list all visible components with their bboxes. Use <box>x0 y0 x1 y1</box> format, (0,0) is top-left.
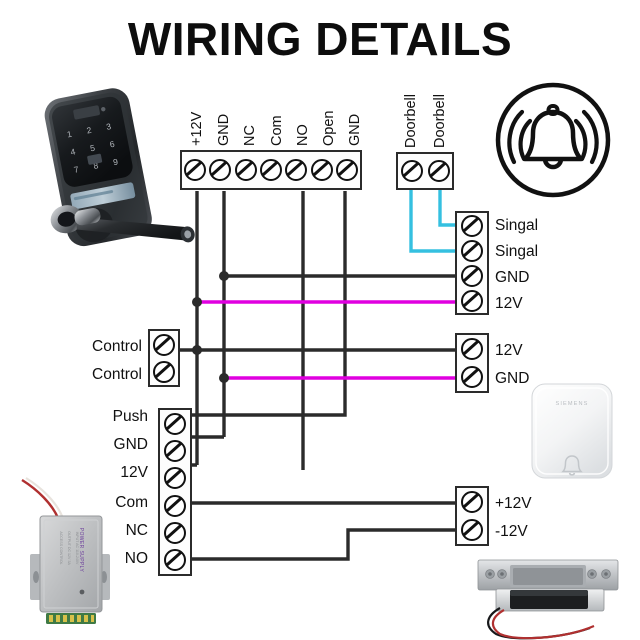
terminal-screw[interactable] <box>457 263 487 288</box>
label-strike-1: +12V <box>495 495 532 512</box>
label-psu-2: GND <box>113 436 148 453</box>
svg-text:3: 3 <box>105 121 112 132</box>
label-signal-4: 12V <box>495 295 523 312</box>
chime-power-terminal-block[interactable] <box>455 333 489 393</box>
terminal-screw[interactable] <box>182 152 207 188</box>
ringing-bell-icon <box>495 82 611 198</box>
label-main-3: NC <box>242 125 258 146</box>
terminal-screw[interactable] <box>457 516 487 544</box>
doorbell-terminal-block[interactable] <box>396 152 454 190</box>
smart-lock-image: 1 2 3 4 5 6 7 8 9 <box>44 88 195 247</box>
terminal-screw[interactable] <box>160 437 190 464</box>
terminal-screw[interactable] <box>258 152 283 188</box>
terminal-screw[interactable] <box>457 335 487 363</box>
label-main-5: NO <box>295 124 311 146</box>
svg-text:1: 1 <box>66 129 73 140</box>
svg-text:INPUT AC 110-240V: INPUT AC 110-240V <box>75 532 79 565</box>
terminal-screw[interactable] <box>233 152 258 188</box>
terminal-screw[interactable] <box>457 238 487 263</box>
terminal-screw[interactable] <box>150 331 178 358</box>
svg-text:ACCESS CONTROL: ACCESS CONTROL <box>59 531 63 564</box>
label-signal-1: Singal <box>495 217 539 234</box>
terminal-screw[interactable] <box>309 152 334 188</box>
terminal-screw[interactable] <box>160 519 190 546</box>
label-main-1: +12V <box>189 111 205 146</box>
terminal-screw[interactable] <box>457 213 487 238</box>
label-strike-2: -12V <box>495 523 528 540</box>
label-main-6: Open <box>321 110 337 146</box>
label-control-2: Control <box>92 366 142 383</box>
control-terminal-block[interactable] <box>148 329 180 387</box>
label-main-2: GND <box>216 113 232 146</box>
terminal-screw[interactable] <box>425 154 452 188</box>
terminal-screw[interactable] <box>150 358 178 385</box>
terminal-screw[interactable] <box>160 410 190 437</box>
power-supply-terminal-block[interactable] <box>158 408 192 576</box>
svg-text:OUTPUT DC 12V 3A: OUTPUT DC 12V 3A <box>67 531 71 565</box>
terminal-screw[interactable] <box>335 152 360 188</box>
terminal-screw[interactable] <box>160 547 190 574</box>
label-psu-4: Com <box>115 494 148 511</box>
svg-text:6: 6 <box>109 139 116 150</box>
svg-text:4: 4 <box>70 146 77 157</box>
chime-signal-terminal-block[interactable] <box>455 211 489 315</box>
label-main-7: GND <box>347 113 363 146</box>
svg-text:7: 7 <box>73 164 80 175</box>
page-title: WIRING DETAILS <box>127 13 513 65</box>
svg-text:POWER SUPPLY: POWER SUPPLY <box>78 528 84 573</box>
label-main-4: Com <box>269 115 285 146</box>
door-chime-image: SIEMENS <box>531 383 613 479</box>
svg-text:5: 5 <box>89 143 96 154</box>
svg-text:SIEMENS: SIEMENS <box>556 401 589 407</box>
label-signal-3: GND <box>495 269 530 286</box>
label-psu-6: NO <box>124 550 148 567</box>
electric-strike-image <box>477 559 619 640</box>
terminal-screw[interactable] <box>398 154 425 188</box>
label-chimepower-2: GND <box>495 370 530 387</box>
svg-text:9: 9 <box>112 156 119 167</box>
label-doorbell-2: Doorbell <box>432 94 448 148</box>
terminal-screw[interactable] <box>457 288 487 313</box>
label-signal-2: Singal <box>495 243 539 260</box>
terminal-screw[interactable] <box>160 492 190 519</box>
power-supply-image: POWER SUPPLY INPUT AC 110-240V OUTPUT DC… <box>21 477 110 624</box>
terminal-screw[interactable] <box>284 152 309 188</box>
label-chimepower-1: 12V <box>495 342 523 359</box>
terminal-screw[interactable] <box>160 465 190 492</box>
lock-main-terminal-block[interactable] <box>180 150 362 190</box>
terminal-screw[interactable] <box>457 363 487 391</box>
terminal-screw[interactable] <box>457 488 487 516</box>
label-psu-1: Push <box>112 408 148 425</box>
label-control-1: Control <box>92 338 142 355</box>
svg-text:8: 8 <box>93 160 100 171</box>
electric-strike-terminal-block[interactable] <box>455 486 489 546</box>
label-doorbell-1: Doorbell <box>403 94 419 148</box>
terminal-screw[interactable] <box>207 152 232 188</box>
label-psu-5: NC <box>125 522 148 539</box>
svg-text:2: 2 <box>86 125 93 136</box>
label-psu-3: 12V <box>120 464 148 481</box>
